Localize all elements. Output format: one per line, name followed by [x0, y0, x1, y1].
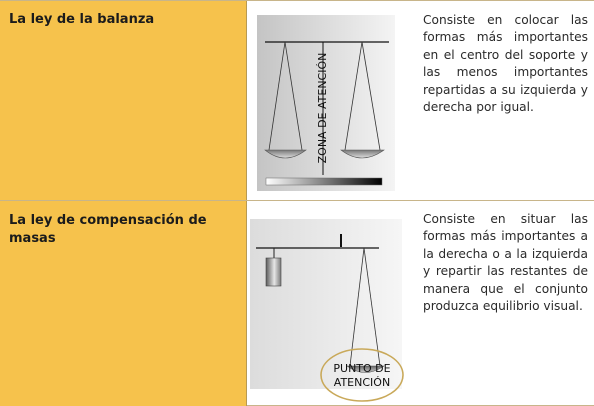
balance-scale-illustration: ZONA DE ATENCIÓN: [257, 15, 395, 191]
left-string: [284, 41, 303, 151]
pivot-marker: [340, 234, 342, 247]
table-row-balanza: La ley de la balanza: [0, 1, 594, 201]
left-string: [268, 41, 286, 151]
row-description: Consiste en colocar las formas más impor…: [423, 13, 588, 115]
row-title-cell: La ley de la balanza: [0, 1, 247, 200]
right-pan: [340, 149, 385, 159]
attention-circle: [320, 348, 404, 402]
right-string: [361, 41, 381, 151]
row-title: La ley de compensación de masas: [9, 213, 207, 246]
mass-compensation-illustration: PUNTO DE ATENCIÓN: [250, 219, 404, 402]
attention-point-label-line1: PUNTO DE: [333, 362, 390, 375]
pan-string: [363, 247, 381, 367]
left-pan: [264, 149, 307, 159]
right-string: [344, 41, 363, 151]
gradient-bar: [265, 177, 383, 186]
attention-point-label-line2: ATENCIÓN: [334, 376, 390, 389]
figure-background: [250, 219, 402, 389]
weight-block: [265, 257, 282, 287]
row-title-cell: La ley de compensación de masas: [0, 201, 247, 406]
table-row-compensacion: La ley de compensación de masas: [0, 201, 594, 406]
row-title: La ley de la balanza: [9, 12, 155, 27]
row-description: Consiste en situar las formas más import…: [423, 212, 588, 314]
pan-string: [349, 247, 365, 367]
attention-zone-label: ZONA DE ATENCIÓN: [316, 53, 329, 164]
pan: [346, 365, 385, 373]
